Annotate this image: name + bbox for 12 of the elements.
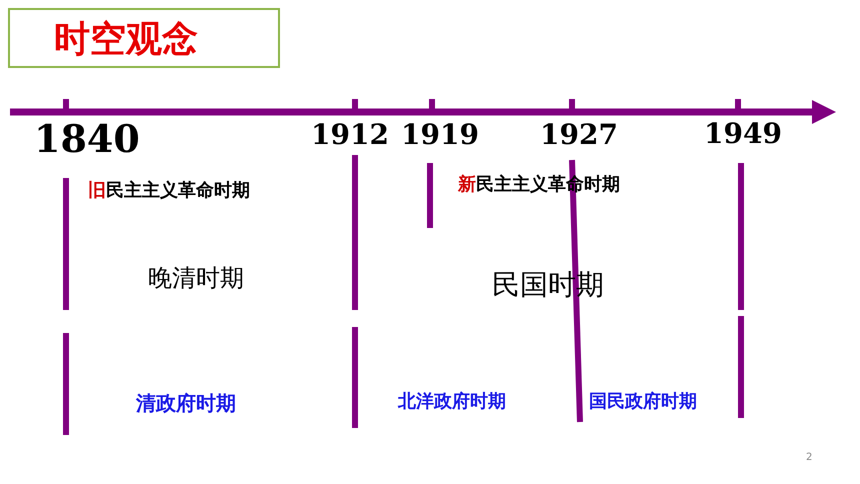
period-label: 清政府时期 <box>136 390 236 417</box>
year-label: 1919 <box>401 118 479 151</box>
title: 时空观念 <box>8 8 280 68</box>
year-label: 1912 <box>311 118 389 151</box>
year-label: 1949 <box>704 117 782 150</box>
period-label: 北洋政府时期 <box>398 390 506 413</box>
period-label: 晚清时期 <box>148 263 244 294</box>
year-label: 1927 <box>540 118 618 151</box>
period-label: 旧民主主义革命时期 <box>88 179 250 202</box>
page-number: 2 <box>806 452 812 463</box>
period-label: 国民政府时期 <box>589 390 697 413</box>
year-label: 1840 <box>34 116 140 161</box>
